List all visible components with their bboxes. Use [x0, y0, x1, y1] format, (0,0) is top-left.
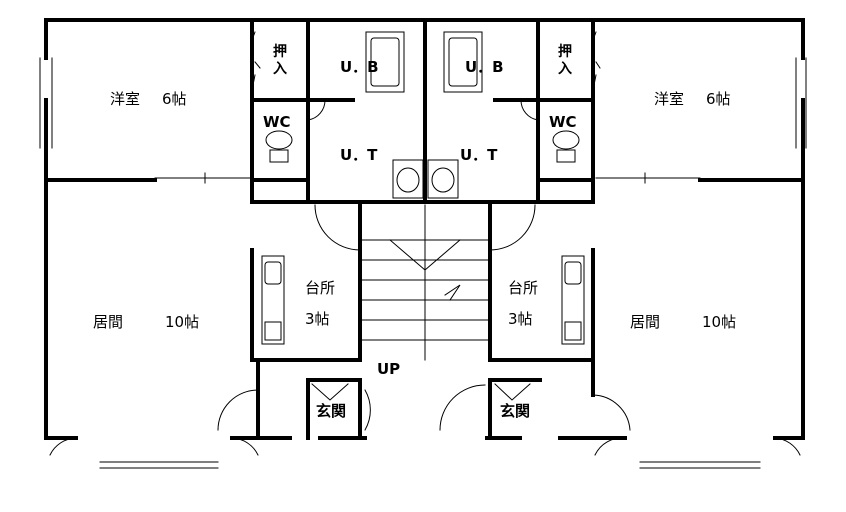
left-kitchen-size: 3帖: [305, 310, 330, 328]
right-western-room-name: 洋室: [654, 90, 685, 108]
right-utility-label: U．T: [460, 146, 498, 164]
right-western-room-label: 洋室 6帖: [654, 92, 731, 107]
left-living-label: 居間 10帖: [93, 315, 199, 330]
left-bath-label: U．B: [340, 58, 379, 76]
left-living-size: 10帖: [165, 313, 200, 331]
right-kitchen-size: 3帖: [508, 310, 533, 328]
left-living-name: 居間: [93, 313, 124, 331]
stairs-up-label: UP: [377, 360, 401, 378]
right-living-size: 10帖: [702, 313, 737, 331]
right-entrance-label: 玄関: [500, 402, 531, 420]
right-western-room-size: 6帖: [706, 90, 731, 108]
left-closet-label: 押入: [273, 44, 287, 77]
right-bath-label: U．B: [465, 58, 504, 76]
left-western-room-name: 洋室: [110, 90, 141, 108]
left-western-room-label: 洋室 6帖: [110, 92, 187, 107]
interior-walls: [44, 18, 805, 440]
left-entrance-label: 玄関: [316, 402, 347, 420]
left-kitchen-label: 台所: [305, 279, 336, 297]
left-utility-label: U．T: [340, 146, 378, 164]
right-closet-label: 押入: [558, 44, 572, 77]
right-wc-label: WC: [549, 113, 577, 131]
right-living-name: 居間: [630, 313, 661, 331]
left-western-room-size: 6帖: [162, 90, 187, 108]
right-living-label: 居間 10帖: [630, 315, 736, 330]
thin-lines: [39, 31, 807, 469]
left-wc-label: WC: [263, 113, 291, 131]
right-kitchen-label: 台所: [508, 279, 539, 297]
